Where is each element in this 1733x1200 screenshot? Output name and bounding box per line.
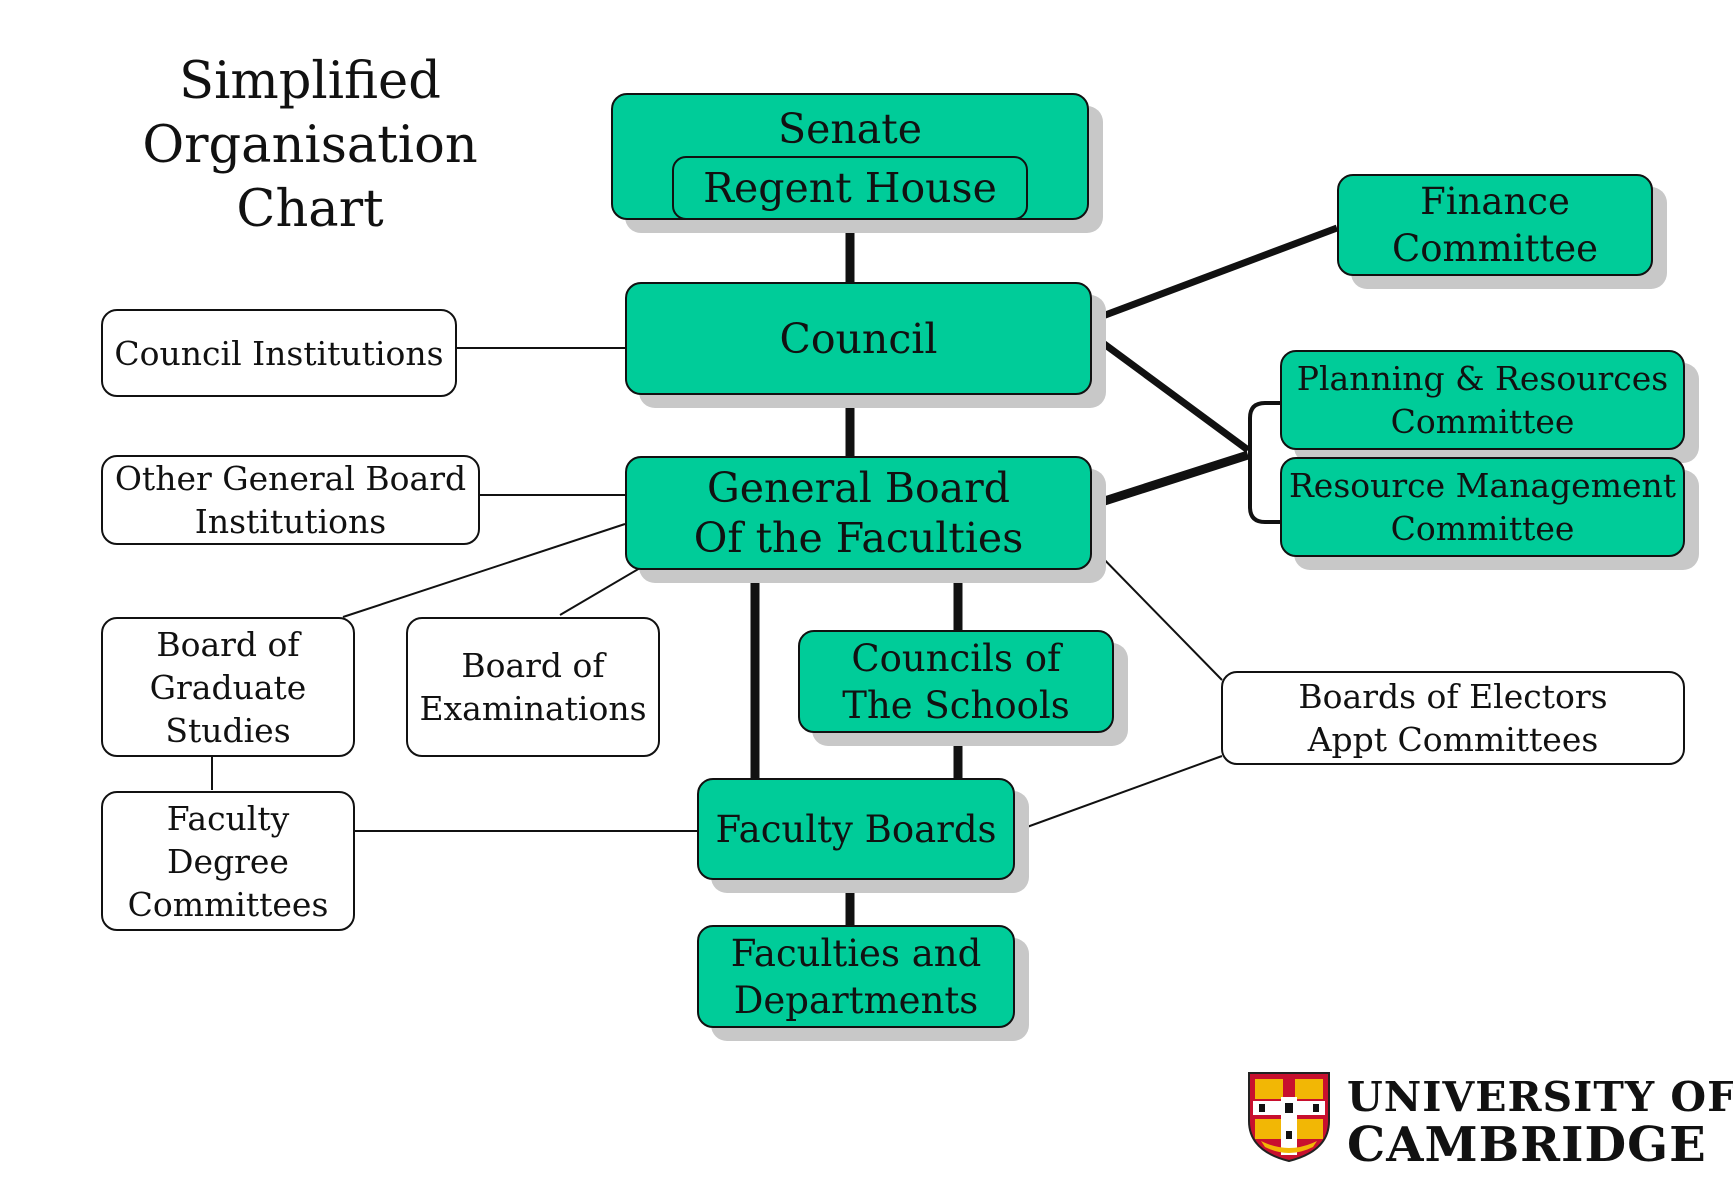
logo-text-line1: UNIVERSITY OF (1347, 1073, 1733, 1121)
line-examinations (559, 567, 641, 616)
faculty-boards-label: Faculty Boards (715, 807, 997, 851)
university-logo: UNIVERSITY OF CAMBRIDGE (1247, 1071, 1733, 1173)
title-line: Chart (236, 180, 384, 239)
resource-management-committee-box[interactable]: Resource Management Committee (1280, 457, 1685, 557)
regent-house-box[interactable]: Regent House (672, 156, 1028, 220)
title-line: Simplified (179, 52, 441, 111)
faculty-boards-box[interactable]: Faculty Boards (697, 778, 1015, 880)
schools-label-line: Councils of (851, 636, 1061, 680)
degree-label-line: Degree (167, 841, 289, 881)
line-faculty-boards-electors (1015, 755, 1223, 832)
degree-label-line: Faculty (166, 798, 290, 838)
council-institutions-box[interactable]: Council Institutions (101, 309, 457, 397)
examinations-label-line: Board of (461, 646, 605, 685)
electors-label-line: Boards of Electors (1298, 677, 1608, 716)
degree-label-line: Committees (127, 884, 329, 924)
committee-bracket (1248, 401, 1280, 524)
graduate-label-line: Board of (156, 624, 300, 664)
line-general-board-electors (1091, 546, 1223, 681)
board-of-examinations-box[interactable]: Board of Examinations (406, 617, 660, 757)
councils-of-the-schools-box[interactable]: Councils of The Schools (798, 630, 1114, 733)
general-board-label-line: Of the Faculties (693, 514, 1024, 562)
planning-resources-committee-box[interactable]: Planning & Resources Committee (1280, 350, 1685, 450)
chart-title: Simplified Organisation Chart (130, 50, 490, 242)
general-board-label-line: General Board (707, 464, 1010, 512)
other-general-board-institutions-box[interactable]: Other General Board Institutions (101, 455, 480, 545)
finance-label-line: Committee (1391, 227, 1599, 270)
graduate-label-line: Graduate (149, 667, 307, 707)
line-council-bracket (1089, 332, 1251, 453)
faculties-label-line: Departments (733, 978, 979, 1022)
graduate-label-line: Studies (165, 710, 291, 750)
resource-label-line: Committee (1390, 509, 1575, 548)
council-institutions-label: Council Institutions (114, 333, 444, 373)
other-gb-label-line: Institutions (194, 502, 387, 541)
regent-house-label: Regent House (703, 164, 997, 212)
schools-label-line: The Schools (842, 683, 1070, 727)
board-of-graduate-studies-box[interactable]: Board of Graduate Studies (101, 617, 355, 757)
logo-text-line2: CAMBRIDGE (1347, 1117, 1707, 1173)
general-board-box[interactable]: General Board Of the Faculties (625, 456, 1092, 570)
cambridge-crest-icon (1248, 1072, 1330, 1163)
examinations-label-line: Examinations (419, 689, 647, 728)
council-box[interactable]: Council (625, 282, 1092, 395)
planning-label-line: Committee (1390, 402, 1575, 441)
finance-label-line: Finance (1420, 180, 1570, 223)
finance-committee-box[interactable]: Finance Committee (1337, 174, 1653, 276)
faculty-degree-committees-box[interactable]: Faculty Degree Committees (101, 791, 355, 931)
line-council-finance (1090, 224, 1339, 324)
line-graduate-studies (342, 523, 626, 618)
electors-label-line: Appt Committees (1307, 720, 1599, 759)
council-label: Council (779, 314, 938, 363)
faculties-label-line: Faculties and (730, 931, 982, 975)
senate-label: Senate (778, 105, 922, 153)
resource-label-line: Resource Management (1288, 466, 1677, 505)
boards-of-electors-box[interactable]: Boards of Electors Appt Committees (1221, 671, 1685, 765)
line-general-board-bracket (1090, 450, 1250, 510)
planning-label-line: Planning & Resources (1296, 359, 1669, 398)
other-gb-label-line: Other General Board (114, 459, 467, 498)
title-line: Organisation (142, 116, 478, 175)
faculties-and-departments-box[interactable]: Faculties and Departments (697, 925, 1015, 1028)
